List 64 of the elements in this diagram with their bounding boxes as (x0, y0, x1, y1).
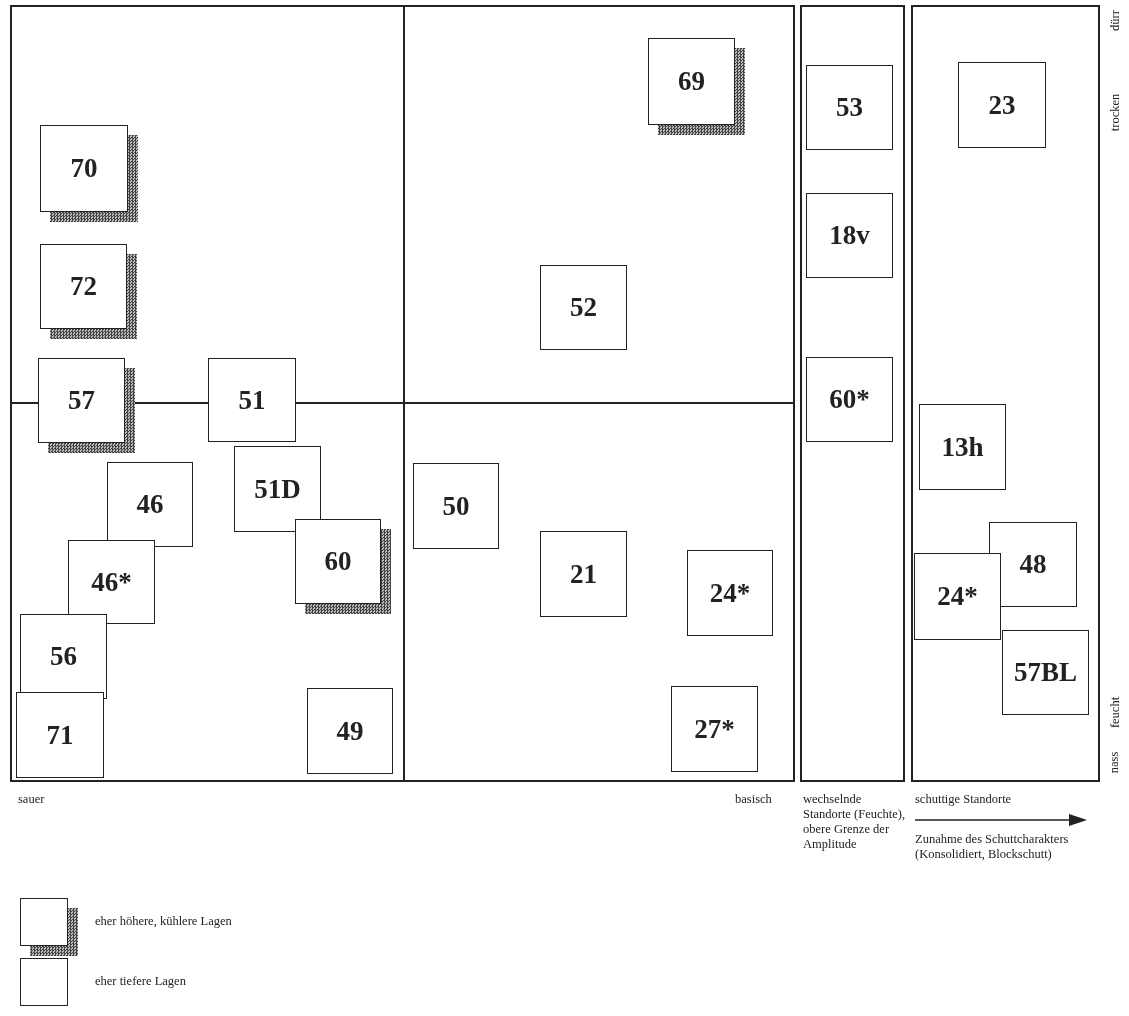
axis-label: basisch (735, 792, 773, 807)
box-number: 72 (70, 271, 97, 302)
legend-text: eher tiefere Lagen (95, 974, 186, 989)
number-box (16, 692, 104, 778)
column-caption: wechselnde Standorte (Feuchte), obere Grenze der Amplitude (803, 792, 907, 852)
number-box (914, 553, 1001, 640)
box-number: 21 (570, 558, 597, 590)
box-number: 57BL (1014, 657, 1077, 688)
axis-label: feucht (1107, 696, 1123, 728)
shadowed-box (40, 244, 137, 339)
number-box (208, 358, 296, 442)
number-box (806, 357, 893, 442)
legend-text: eher höhere, kühlere Lagen (95, 914, 232, 929)
panel (800, 5, 905, 782)
box-number: 51 (238, 384, 266, 416)
number-box (68, 540, 155, 624)
number-box (989, 522, 1077, 607)
panel (911, 5, 1100, 782)
box-number: 50 (442, 490, 470, 522)
box-number: 48 (1019, 549, 1047, 580)
box-number: 60* (829, 384, 870, 415)
shadowed-box (295, 519, 391, 614)
number-box (671, 686, 758, 772)
shadowed-box (38, 358, 135, 453)
number-box (919, 404, 1006, 490)
box-number: 18v (829, 220, 870, 251)
box-number: 23 (988, 89, 1016, 121)
axis-label: dürr (1107, 9, 1123, 31)
box-number: 57 (68, 385, 95, 416)
arrow-caption: Zunahme des Schuttcharakters (Konsolidiert, Blockschutt) (915, 832, 1070, 862)
shadowed-box (648, 38, 745, 135)
box-number: 71 (46, 719, 74, 751)
axis-label: trocken (1107, 93, 1123, 131)
number-box (1002, 630, 1089, 715)
column-caption: schuttige Standorte (915, 792, 1013, 807)
axis-label: sauer (18, 792, 46, 807)
number-box (107, 462, 193, 547)
box-number: 46 (136, 489, 164, 520)
number-box (234, 446, 321, 532)
number-box (806, 65, 893, 150)
box-number: 46* (91, 566, 132, 598)
box-number: 49 (336, 715, 364, 747)
number-box (540, 265, 627, 350)
number-box (20, 614, 107, 699)
box-number: 53 (836, 92, 863, 123)
number-box (958, 62, 1046, 148)
box-number: 69 (678, 66, 705, 97)
shadowed-box (40, 125, 138, 222)
number-box (687, 550, 773, 636)
axis-label: nass (1107, 751, 1123, 773)
box-number: 60 (324, 546, 352, 577)
box-number: 52 (570, 292, 597, 323)
panel (10, 5, 795, 782)
number-box (413, 463, 499, 549)
number-box (540, 531, 627, 617)
box-number: 13h (941, 431, 984, 463)
box-number: 27* (694, 713, 735, 745)
box-number: 70 (70, 153, 98, 184)
box-number: 24* (937, 581, 978, 612)
box-number: 24* (709, 577, 751, 609)
box-number: 56 (50, 641, 77, 672)
box-number: 51D (254, 473, 301, 505)
number-box (307, 688, 393, 774)
number-box (806, 193, 893, 278)
